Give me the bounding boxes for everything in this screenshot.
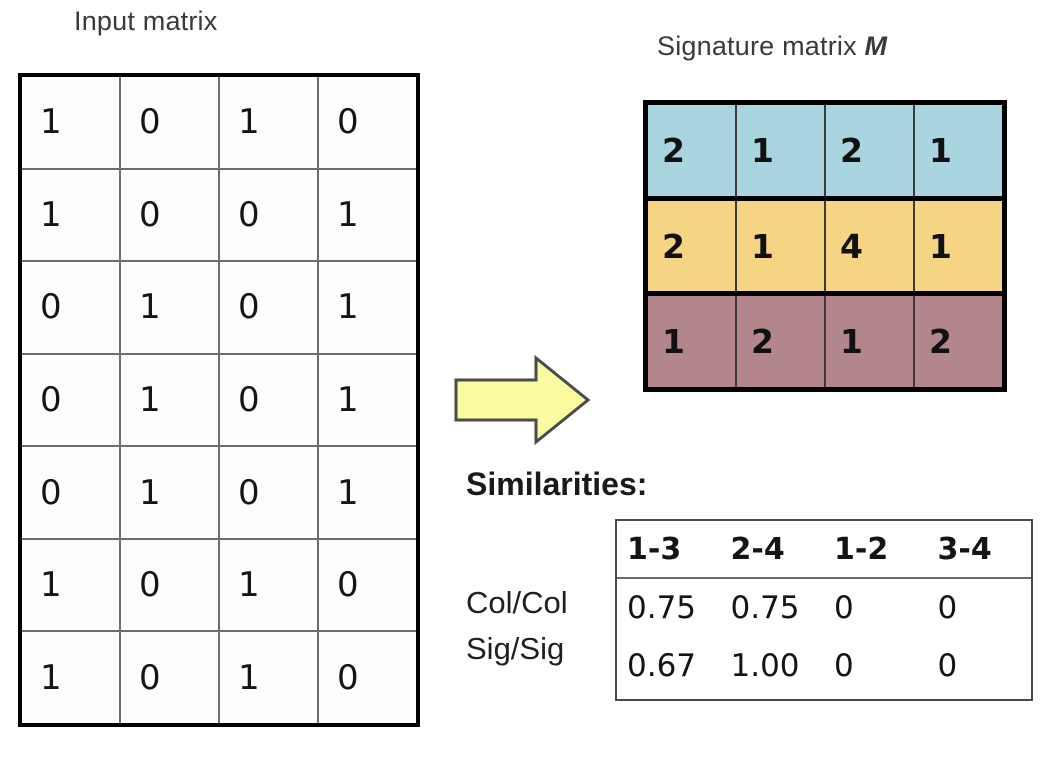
input-matrix-cell: 0 [22,447,121,538]
signature-matrix-cell: 2 [737,296,826,388]
similarities-column-header: 1-3 [627,531,682,567]
similarities-table-cell: 0 [937,648,958,684]
similarities-table-cell: 0.67 [627,648,697,684]
similarities-heading: Similarities: [466,466,648,502]
similarities-table-cell: 0 [937,590,958,626]
similarities-header-row: 1-3 2-4 1-2 3-4 [617,521,1031,579]
input-matrix-cell: 1 [22,169,121,261]
input-matrix-cell: 1 [220,77,319,168]
input-matrix-title: Input matrix [74,6,218,36]
input-matrix-cell: 0 [220,354,319,446]
similarities-column-header: 1-2 [834,531,889,567]
signature-matrix-title-variable: M [864,31,888,61]
input-matrix-cell: 0 [220,447,319,538]
signature-matrix-cell: 4 [826,200,915,292]
signature-matrix-cell: 2 [929,322,952,362]
signature-matrix-cell: 2 [648,105,737,196]
similarities-table: 1-3 2-4 1-2 3-4 0.75 0.75 0 0 0.67 1.00 0 0 [615,519,1033,701]
input-matrix-cell: 1 [220,539,319,631]
input-matrix-cell: 0 [337,657,359,698]
input-matrix-cell: 1 [337,472,359,513]
input-matrix-cell: 1 [22,539,121,631]
signature-matrix-title: Signature matrix M [657,31,887,62]
input-matrix-cell: 1 [337,380,359,421]
similarities-row-label: Sig/Sig [466,631,565,666]
signature-matrix-cell: 1 [929,226,952,266]
similarities-table-cell: 1.00 [730,648,800,684]
input-matrix-cell: 1 [121,447,220,538]
similarities-table-cell: 0 [834,648,854,684]
input-matrix-cell: 0 [121,632,220,724]
input-matrix-cell: 0 [337,565,359,606]
similarities-row-label: Col/Col [466,585,568,620]
similarities-table-row: 0.67 1.00 0 0 [617,637,1031,695]
input-matrix-cell: 0 [220,262,319,353]
input-matrix-cell: 0 [337,102,359,143]
similarities-table-cell: 0.75 [730,590,800,626]
input-matrix-cell: 1 [22,632,121,724]
input-matrix-cell: 0 [121,539,220,631]
signature-matrix-cell: 1 [826,296,915,388]
similarities-table-row: 0.75 0.75 0 0 [617,579,1031,637]
signature-matrix-cell: 1 [737,200,826,292]
input-matrix-cell: 1 [22,77,121,168]
input-matrix-cell: 0 [220,169,319,261]
similarities-table-cell: 0 [834,590,854,626]
similarities-table-cell: 0.75 [627,590,697,626]
signature-matrix-cell: 2 [826,105,915,196]
signature-matrix-cell: 2 [648,200,737,292]
input-matrix-cell: 0 [121,169,220,261]
input-matrix-cell: 1 [337,194,359,235]
signature-matrix-cell: 1 [737,105,826,196]
signature-matrix-cell: 1 [648,296,737,388]
input-matrix-cell: 1 [337,287,359,328]
input-matrix-cell: 0 [22,262,121,353]
input-matrix-cell: 1 [121,262,220,353]
signature-matrix-title-text: Signature matrix [657,31,865,61]
similarities-column-header: 2-4 [730,531,785,567]
signature-matrix-cell: 1 [929,130,952,170]
input-matrix-cell: 0 [22,354,121,446]
input-matrix-cell: 0 [121,77,220,168]
input-matrix-cell: 1 [121,354,220,446]
right-arrow-icon [452,352,592,448]
input-matrix-cell: 1 [220,632,319,724]
similarities-column-header: 3-4 [937,531,992,567]
